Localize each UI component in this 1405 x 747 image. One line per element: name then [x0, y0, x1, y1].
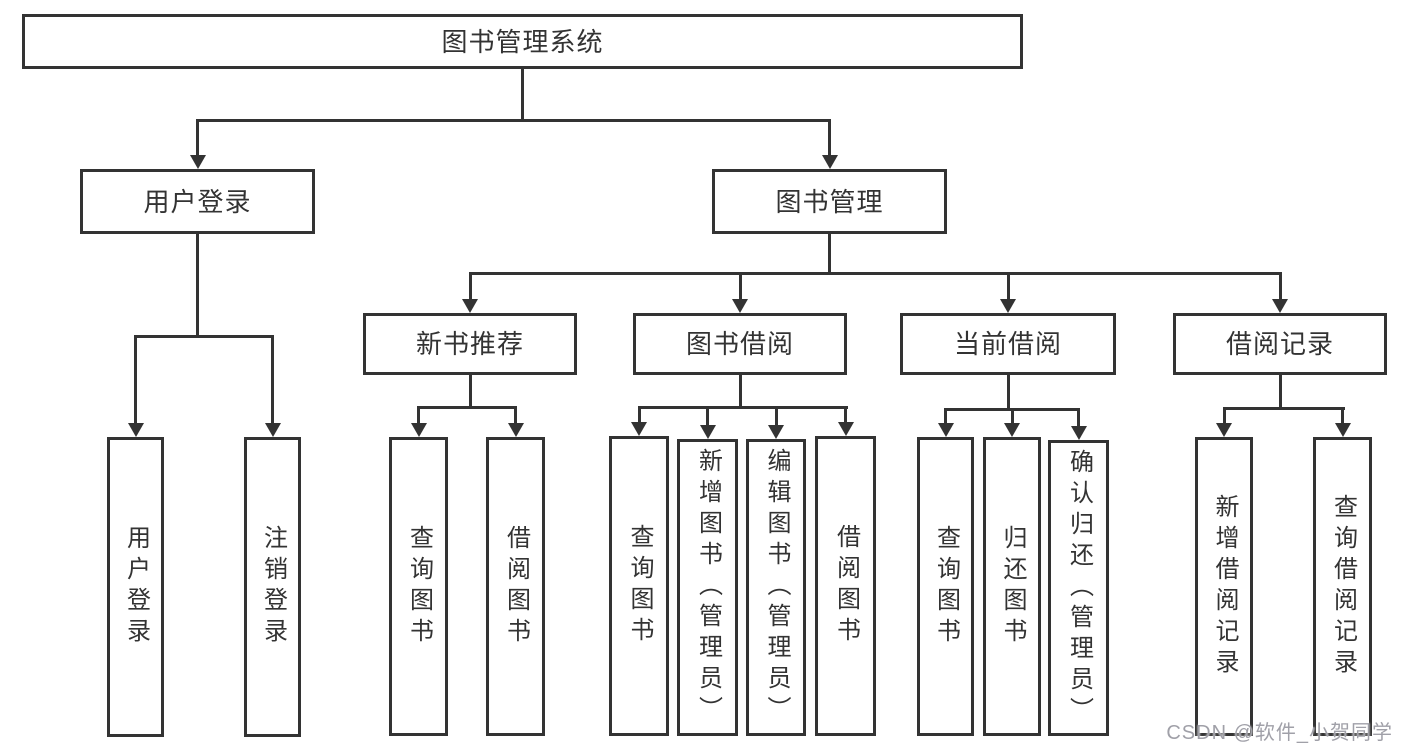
node-label: 新书推荐: [415, 329, 524, 359]
connector-drop: [1011, 408, 1014, 425]
node-user-login: 用户登录: [107, 437, 164, 737]
connector-bus: [417, 406, 517, 409]
connector-drop: [844, 406, 847, 424]
node-cb-query: 查询图书: [917, 437, 974, 736]
node-label: 查询图书: [626, 524, 653, 648]
arrowhead-down-icon: [821, 155, 838, 169]
arrowhead-down-icon: [937, 423, 954, 437]
connector-drop: [417, 406, 420, 425]
node-label: 借阅图书: [502, 524, 530, 649]
node-label: 借阅记录: [1225, 329, 1334, 359]
connector-drop: [196, 119, 199, 157]
connector-stem: [196, 234, 199, 338]
node-label: 用户登录: [122, 525, 150, 649]
arrowhead-down-icon: [1070, 426, 1087, 440]
node-bb-borrow: 借阅图书: [815, 436, 876, 736]
connector-drop: [134, 335, 137, 425]
node-nb-query: 查询图书: [389, 437, 448, 736]
node-label: 新增图书（管理员）: [694, 448, 722, 727]
node-records: 借阅记录: [1173, 313, 1387, 375]
arrowhead-down-icon: [631, 422, 647, 436]
watermark-text: CSDN @软件_小贺同学: [1166, 722, 1393, 744]
arrowhead-down-icon: [732, 299, 748, 313]
node-label: 用户登录: [143, 186, 252, 217]
arrowhead-down-icon: [768, 425, 784, 439]
connector-drop: [1007, 272, 1010, 301]
arrowhead-down-icon: [507, 423, 524, 437]
connector-drop: [271, 335, 274, 425]
connector-drop: [514, 406, 517, 425]
node-label: 查询图书: [405, 524, 433, 649]
connector-stem: [521, 69, 524, 122]
connector-drop: [1341, 407, 1344, 425]
connector-stem: [469, 375, 472, 409]
arrowhead-down-icon: [1000, 299, 1016, 313]
connector-drop: [1077, 408, 1080, 428]
node-label: 当前借阅: [953, 329, 1062, 359]
connector-drop: [706, 406, 709, 427]
connector-drop: [638, 406, 641, 424]
node-label: 归还图书: [999, 524, 1026, 649]
arrowhead-down-icon: [264, 423, 281, 437]
node-cb-confirm: 确认归还（管理员）: [1048, 440, 1109, 736]
connector-bus: [1223, 407, 1345, 410]
connector-drop: [775, 406, 778, 427]
arrowhead-down-icon: [1004, 423, 1020, 437]
node-nb-borrow: 借阅图书: [486, 437, 545, 736]
arrowhead-down-icon: [837, 422, 854, 436]
arrowhead-down-icon: [1334, 423, 1351, 437]
arrowhead-down-icon: [410, 423, 427, 437]
arrowhead-down-icon: [189, 155, 206, 169]
connector-drop: [944, 408, 947, 425]
node-rec-add: 新增借阅记录: [1195, 437, 1253, 736]
connector-bus: [469, 272, 1282, 275]
connector-stem: [1279, 375, 1282, 410]
node-bb-query: 查询图书: [609, 436, 669, 736]
node-current: 当前借阅: [900, 313, 1116, 375]
node-logout: 注销登录: [244, 437, 301, 737]
node-label: 新增借阅记录: [1211, 493, 1238, 680]
node-login: 用户登录: [80, 169, 315, 234]
node-bb-edit: 编辑图书（管理员）: [746, 439, 806, 736]
node-label: 图书借阅: [685, 329, 794, 359]
connector-bus: [196, 119, 831, 122]
connector-drop: [469, 272, 472, 301]
arrowhead-down-icon: [1216, 423, 1232, 437]
node-newbook: 新书推荐: [363, 313, 577, 375]
connector-bus: [134, 335, 274, 338]
node-rec-query: 查询借阅记录: [1313, 437, 1372, 736]
node-label: 编辑图书（管理员）: [763, 448, 790, 727]
connector-drop: [1223, 407, 1226, 425]
node-label: 确认归还（管理员）: [1065, 448, 1093, 728]
node-label: 查询借阅记录: [1329, 493, 1357, 680]
connector-stem: [1007, 375, 1010, 411]
arrowhead-down-icon: [1272, 299, 1288, 313]
arrowhead-down-icon: [462, 299, 478, 313]
node-label: 图书管理: [775, 186, 884, 217]
node-label: 注销登录: [259, 525, 287, 649]
node-borrow: 图书借阅: [633, 313, 847, 375]
node-bb-add: 新增图书（管理员）: [677, 439, 738, 736]
connector-stem: [739, 375, 742, 409]
node-label: 借阅图书: [832, 524, 860, 648]
arrowhead-down-icon: [127, 423, 144, 437]
connector-drop: [828, 119, 831, 157]
connector-drop: [1279, 272, 1282, 301]
connector-drop: [739, 272, 742, 301]
connector-bus: [638, 406, 848, 409]
node-label: 查询图书: [932, 524, 960, 649]
node-cb-return: 归还图书: [983, 437, 1041, 736]
node-label: 图书管理系统: [441, 26, 604, 57]
connector-stem: [828, 234, 831, 275]
arrowhead-down-icon: [699, 425, 716, 439]
node-root: 图书管理系统: [22, 14, 1023, 69]
node-mgmt: 图书管理: [712, 169, 947, 234]
